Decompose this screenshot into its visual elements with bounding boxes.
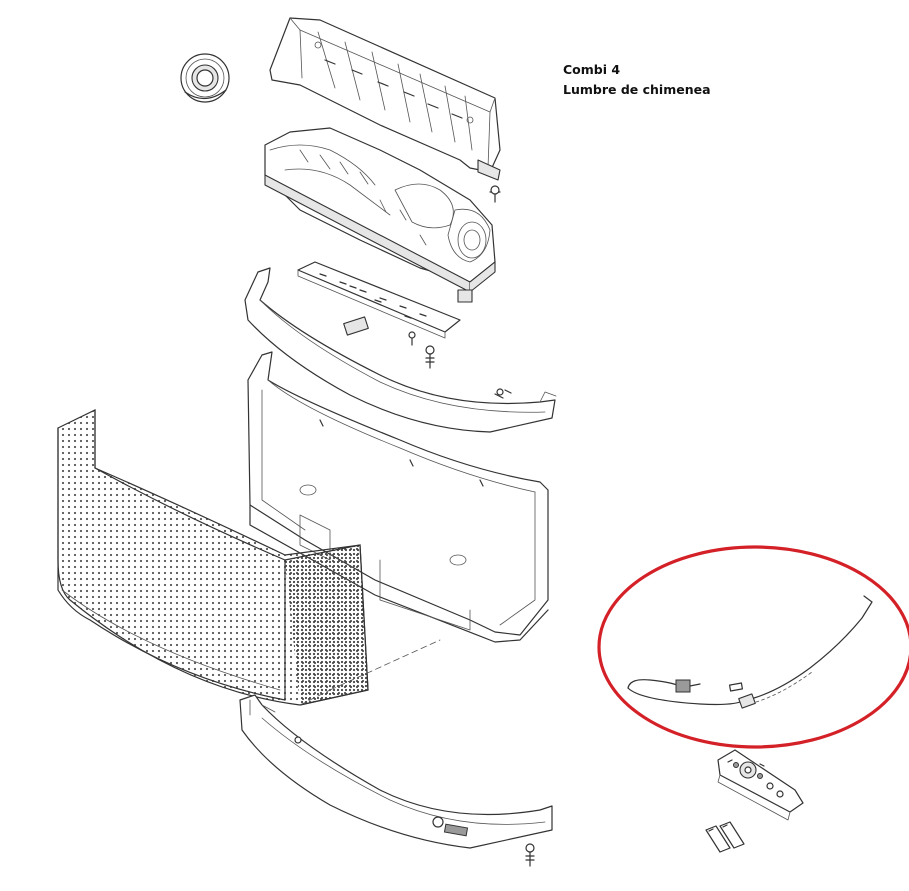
sensor-cable <box>627 595 873 709</box>
log-set <box>264 127 496 303</box>
upper-trim <box>244 267 557 433</box>
model-name: Combi 4 <box>563 62 621 77</box>
model-subtitle: Lumbre de chimenea <box>563 82 711 97</box>
front-mesh-screen <box>57 409 441 706</box>
highlight-ellipse <box>597 545 909 749</box>
log-bracket-frame <box>269 17 501 203</box>
remote-control <box>717 749 804 821</box>
firebox-shell <box>247 351 549 643</box>
batteries <box>705 821 745 853</box>
screw-top <box>425 345 435 369</box>
control-board <box>297 261 461 346</box>
bottom-trim <box>239 694 553 849</box>
diagram-caption: Combi 4 Lumbre de chimenea <box>563 60 711 100</box>
screw-bottom <box>525 843 535 867</box>
control-knob <box>180 53 230 103</box>
